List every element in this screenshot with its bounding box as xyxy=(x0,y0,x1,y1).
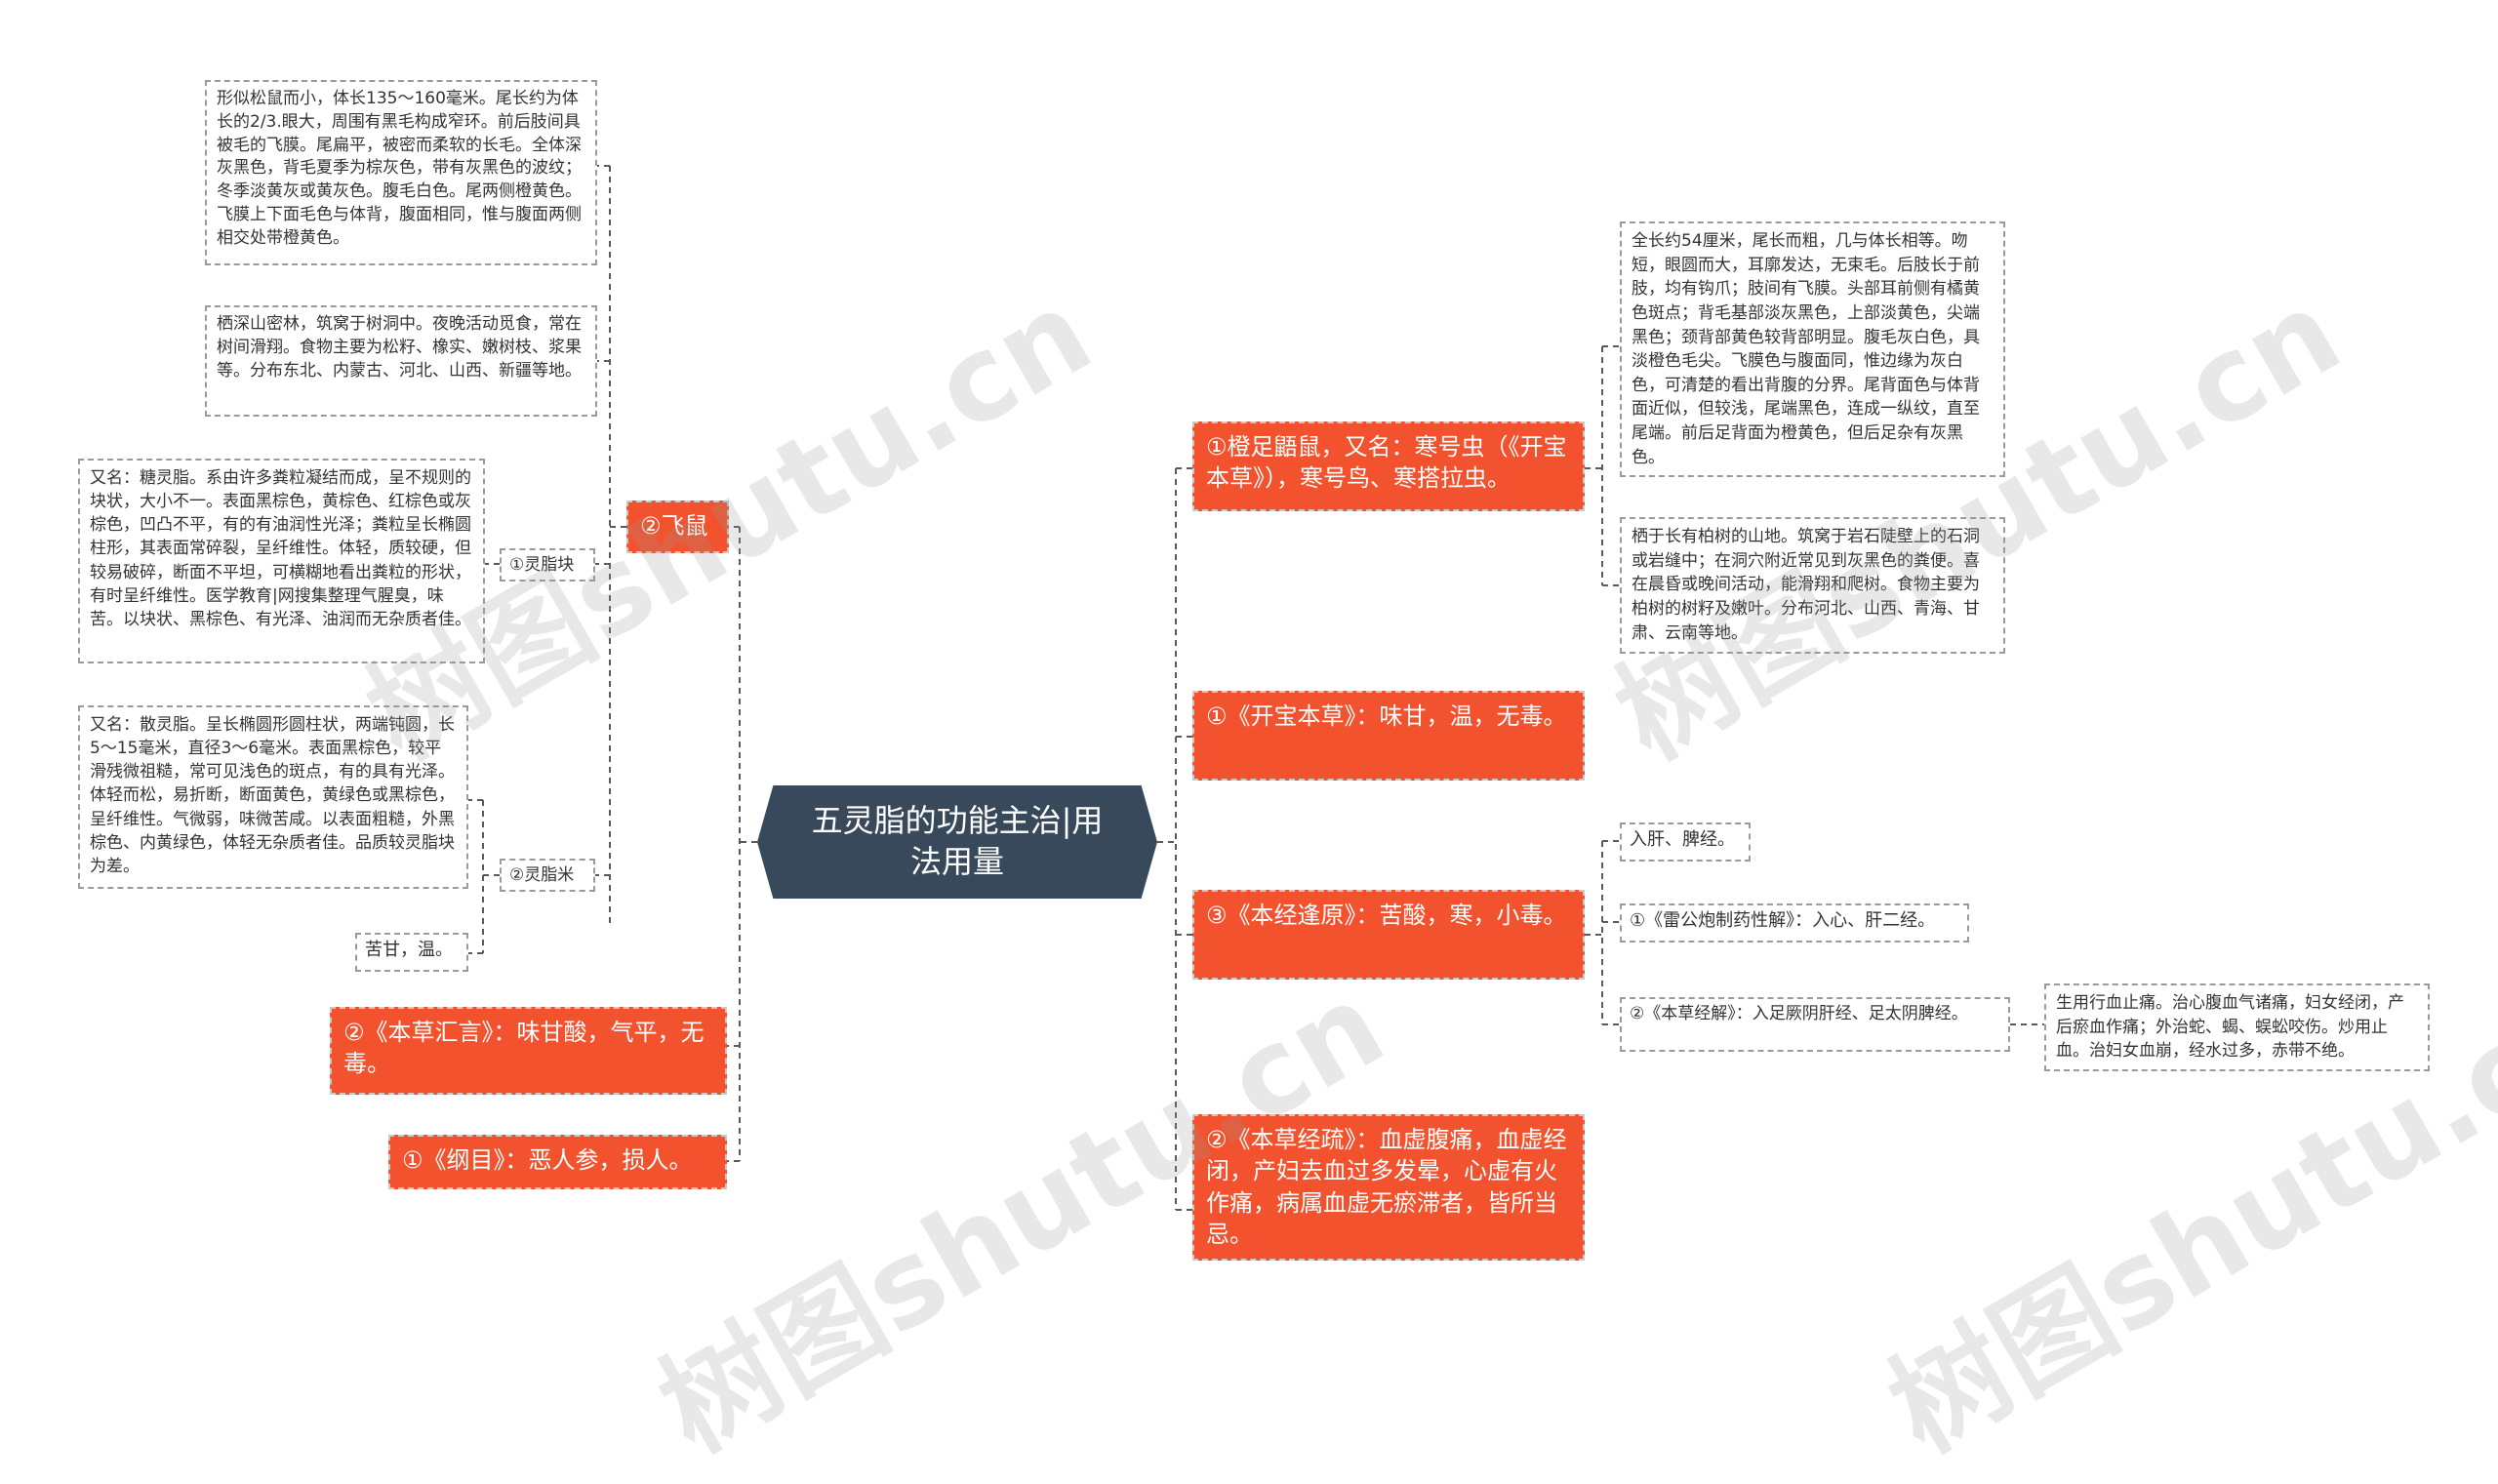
node-benjing-label: ③《本经逢原》：苦酸，寒，小毒。 xyxy=(1206,902,1567,929)
node-feishu-label: ②飞鼠 xyxy=(640,512,708,540)
node-feishu[interactable]: ②飞鼠 xyxy=(626,501,729,553)
node-gangmu[interactable]: ①《纲目》：恶人参，损人。 xyxy=(388,1135,727,1189)
connector-lines xyxy=(468,165,2044,1211)
node-chengzu-desc2[interactable]: 栖于长有柏树的山地。筑窝于岩石陡壁上的石洞或岩缝中；在洞穴附近常见到灰黑色的粪便… xyxy=(1620,517,2005,654)
node-chengzu-desc1[interactable]: 全长约54厘米，尾长而粗，几与体长相等。吻短，眼圆而大，耳廓发达，无束毛。后肢长… xyxy=(1620,221,2005,477)
leigong-text: ①《雷公炮制药性解》：入心、肝二经。 xyxy=(1630,910,1936,931)
node-lingzhikuai-label: ①灵脂块 xyxy=(509,555,575,575)
feishu-desc2-text: 栖深山密林，筑窝于树洞中。夜晚活动觅食，常在树间滑翔。食物主要为松籽、橡实、嫩树… xyxy=(217,314,582,381)
jingjie-text: ②《本草经解》：入足厥阴肝经、足太阴脾经。 xyxy=(1630,1004,1968,1023)
node-lingzhimi-taste[interactable]: 苦甘，温。 xyxy=(355,933,468,972)
node-chengzu-label: ①橙足鼯鼠，又名：寒号虫（《开宝本草》），寒号鸟、寒搭拉虫。 xyxy=(1206,433,1567,493)
root-topic[interactable]: 五灵脂的功能主治|用法用量 xyxy=(757,785,1157,899)
mind-map-canvas: 五灵脂的功能主治|用法用量 ②飞鼠 形似松鼠而小，体长135～160毫米。尾长约… xyxy=(78,80,2498,1478)
jingjie-detail-text: 生用行血止痛。治心腹血气诸痛，妇女经闭，产后瘀血作痛；外治蛇、蝎、蜈蚣咬伤。炒用… xyxy=(2056,993,2404,1062)
jingshu-text: ②《本草经疏》：血虚腹痛，血虚经闭，产妇去血过多发晕，心虚有火作痛，病属血虚无瘀… xyxy=(1206,1126,1567,1249)
node-lingzhimi-desc[interactable]: 又名：散灵脂。呈长椭圆形圆柱状，两端钝圆，长5～15毫米，直径3～6毫米。表面黑… xyxy=(78,705,468,889)
lingzhimi-desc-text: 又名：散灵脂。呈长椭圆形圆柱状，两端钝圆，长5～15毫米，直径3～6毫米。表面黑… xyxy=(90,715,455,876)
node-benjing-gui[interactable]: 入肝、脾经。 xyxy=(1620,822,1751,862)
chengzu-desc2-text: 栖于长有柏树的山地。筑窝于岩石陡壁上的石洞或岩缝中；在洞穴附近常见到灰黑色的粪便… xyxy=(1632,527,1980,643)
node-lingzhimi-label: ②灵脂米 xyxy=(509,865,575,885)
node-lingzhimi[interactable]: ②灵脂米 xyxy=(500,859,595,892)
lingzhimi-taste-text: 苦甘，温。 xyxy=(365,940,453,960)
node-jingshu[interactable]: ②《本草经疏》：血虚腹痛，血虚经闭，产妇去血过多发晕，心虚有火作痛，病属血虚无瘀… xyxy=(1192,1114,1585,1261)
node-jingjie-detail[interactable]: 生用行血止痛。治心腹血气诸痛，妇女经闭，产后瘀血作痛；外治蛇、蝎、蜈蚣咬伤。炒用… xyxy=(2044,983,2430,1071)
benjing-gui-text: 入肝、脾经。 xyxy=(1630,829,1735,850)
gangmu-text: ①《纲目》：恶人参，损人。 xyxy=(402,1146,693,1174)
root-title: 五灵脂的功能主治|用法用量 xyxy=(811,802,1104,880)
node-benjing[interactable]: ③《本经逢原》：苦酸，寒，小毒。 xyxy=(1192,890,1585,980)
node-bencaohuiyan[interactable]: ②《本草汇言》：味甘酸，气平，无毒。 xyxy=(330,1007,727,1095)
node-kaibao[interactable]: ①《开宝本草》：味甘，温，无毒。 xyxy=(1192,691,1585,781)
lingzhikuai-desc-text: 又名：糖灵脂。系由许多粪粒凝结而成，呈不规则的块状，大小不一。表面黑棕色，黄棕色… xyxy=(90,468,471,629)
feishu-desc1-text: 形似松鼠而小，体长135～160毫米。尾长约为体长的2/3.眼大，周围有黑毛构成… xyxy=(217,89,582,248)
node-jingjie[interactable]: ②《本草经解》：入足厥阴肝经、足太阴脾经。 xyxy=(1620,997,2010,1052)
node-lingzhikuai-desc[interactable]: 又名：糖灵脂。系由许多粪粒凝结而成，呈不规则的块状，大小不一。表面黑棕色，黄棕色… xyxy=(78,459,485,663)
node-chengzu[interactable]: ①橙足鼯鼠，又名：寒号虫（《开宝本草》），寒号鸟、寒搭拉虫。 xyxy=(1192,421,1585,511)
node-feishu-desc2[interactable]: 栖深山密林，筑窝于树洞中。夜晚活动觅食，常在树间滑翔。食物主要为松籽、橡实、嫩树… xyxy=(205,305,597,417)
node-lingzhikuai[interactable]: ①灵脂块 xyxy=(500,548,595,582)
kaibao-text: ①《开宝本草》：味甘，温，无毒。 xyxy=(1206,702,1567,730)
node-leigong[interactable]: ①《雷公炮制药性解》：入心、肝二经。 xyxy=(1620,903,1969,943)
node-feishu-desc1[interactable]: 形似松鼠而小，体长135～160毫米。尾长约为体长的2/3.眼大，周围有黑毛构成… xyxy=(205,80,597,265)
bencaohuiyan-text: ②《本草汇言》：味甘酸，气平，无毒。 xyxy=(343,1019,705,1078)
chengzu-desc1-text: 全长约54厘米，尾长而粗，几与体长相等。吻短，眼圆而大，耳廓发达，无束毛。后肢长… xyxy=(1632,231,1980,467)
